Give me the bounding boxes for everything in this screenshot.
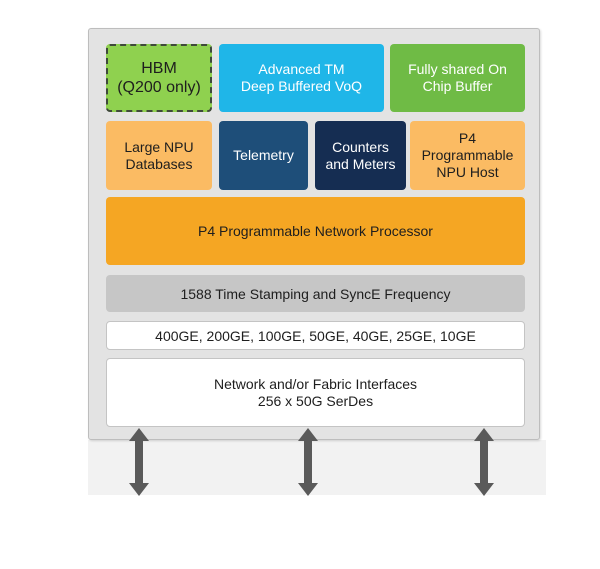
network-processor-block: P4 Programmable Network Processor [106, 197, 525, 265]
io-background [88, 440, 546, 495]
hbm-block: HBM (Q200 only) [106, 44, 212, 112]
npu-databases-block: Large NPU Databases [106, 121, 212, 190]
shared-buffer-block: Fully shared On Chip Buffer [390, 44, 525, 112]
telemetry-block: Telemetry [219, 121, 308, 190]
double-arrow-icon [474, 428, 494, 496]
p4-npu-host-block: P4 Programmable NPU Host [410, 121, 525, 190]
interfaces-block: Network and/or Fabric Interfaces 256 x 5… [106, 358, 525, 427]
ethernet-speeds-block: 400GE, 200GE, 100GE, 50GE, 40GE, 25GE, 1… [106, 321, 525, 350]
counters-meters-block: Counters and Meters [315, 121, 406, 190]
advanced-tm-block: Advanced TM Deep Buffered VoQ [219, 44, 384, 112]
double-arrow-icon [129, 428, 149, 496]
time-stamping-block: 1588 Time Stamping and SyncE Frequency [106, 275, 525, 312]
double-arrow-icon [298, 428, 318, 496]
